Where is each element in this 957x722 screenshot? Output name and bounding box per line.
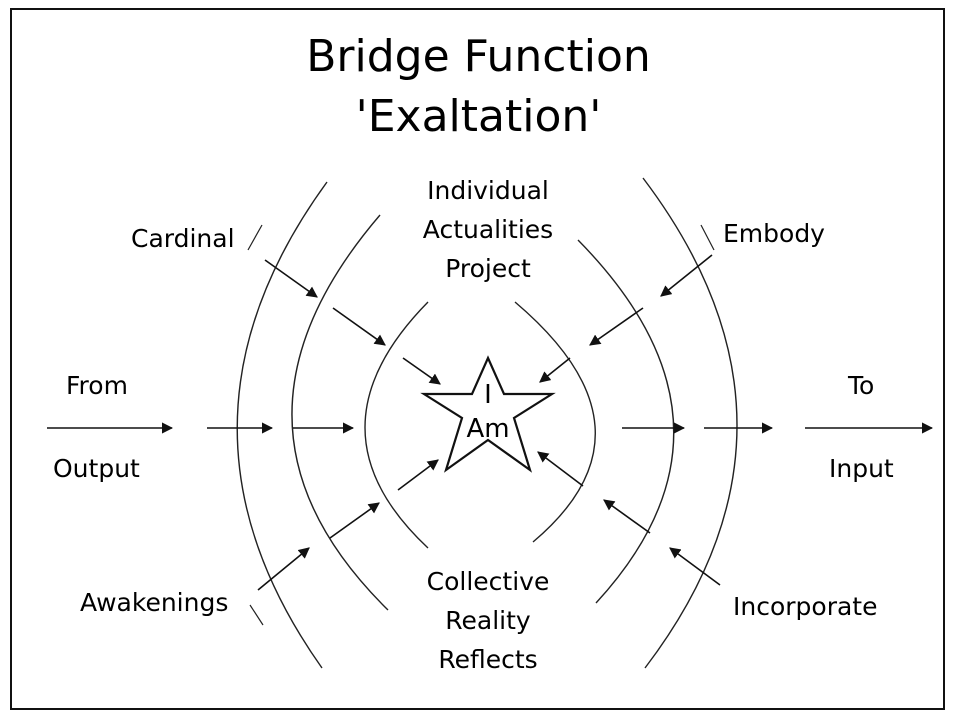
star-label-i: I — [484, 380, 492, 410]
label-awakenings: Awakenings — [80, 588, 229, 617]
label-embody: Embody — [723, 219, 825, 248]
title-line-2: 'Exaltation' — [355, 91, 602, 142]
label-reflects: Reflects — [438, 645, 538, 674]
ul-arrow-3 — [402, 357, 441, 385]
ur-arrow-3 — [539, 357, 571, 383]
inner-left-arc — [364, 301, 429, 549]
star-label-am: Am — [466, 414, 510, 444]
ul-arrow-1 — [264, 259, 318, 298]
label-output: Output — [53, 454, 140, 483]
title-line-1: Bridge Function — [306, 31, 651, 82]
middle-left-arc — [291, 214, 389, 611]
label-project: Project — [445, 254, 531, 283]
label-cardinal: Cardinal — [131, 224, 235, 253]
embody-connector — [700, 224, 715, 251]
lr-arrow-3 — [537, 451, 584, 487]
slide-frame — [10, 8, 945, 710]
label-incorporate: Incorporate — [733, 592, 878, 621]
lr-arrow-1 — [669, 547, 721, 586]
ll-arrow-3 — [397, 459, 439, 491]
central-star — [420, 355, 556, 473]
ll-arrow-1 — [257, 547, 310, 591]
label-to: To — [848, 371, 875, 400]
cardinal-connector — [247, 224, 263, 251]
outer-left-arc — [236, 181, 328, 669]
label-from: From — [66, 371, 128, 400]
label-input: Input — [829, 454, 894, 483]
awakenings-connector — [249, 604, 264, 626]
ul-arrow-2 — [332, 307, 386, 346]
ur-arrow-2 — [589, 307, 644, 346]
label-reality: Reality — [445, 606, 531, 635]
lr-arrow-2 — [603, 499, 651, 534]
ur-arrow-1 — [660, 254, 713, 297]
label-actualities: Actualities — [422, 215, 554, 244]
label-collective: Collective — [426, 567, 550, 596]
outer-right-arc — [642, 177, 738, 669]
middle-right-arc — [577, 239, 675, 604]
label-individual: Individual — [427, 176, 549, 205]
ll-arrow-2 — [329, 502, 380, 539]
inner-right-arc — [514, 301, 596, 543]
